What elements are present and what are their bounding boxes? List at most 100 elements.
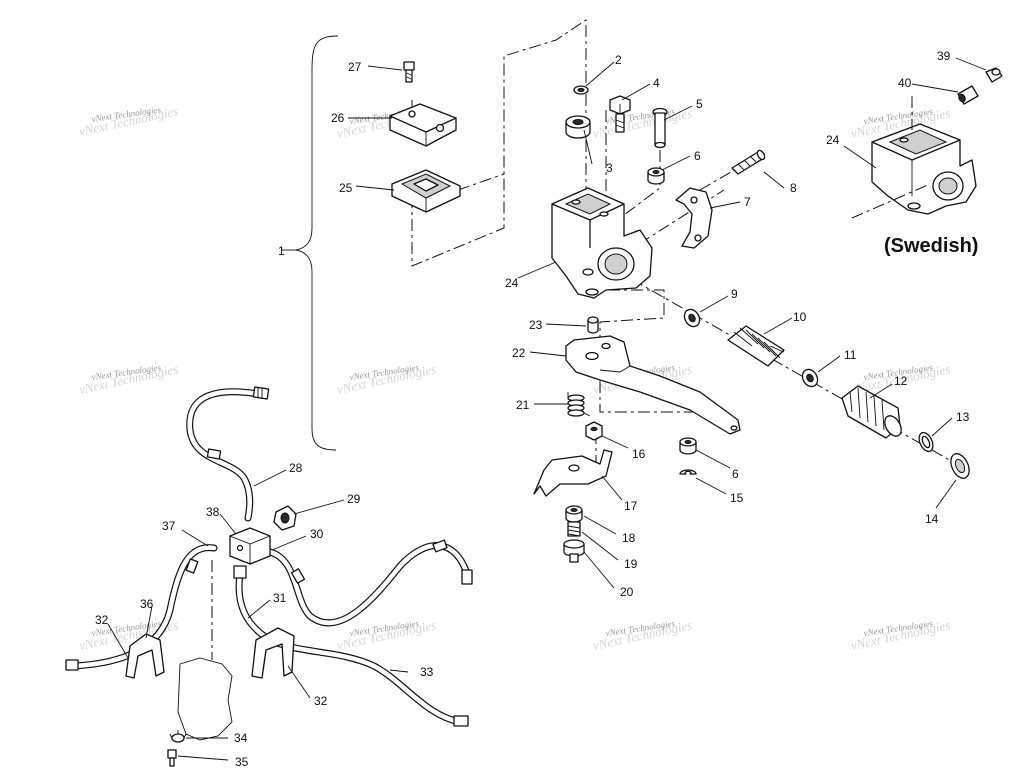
part-32-clamp <box>251 627 295 679</box>
part-25-diaphragm <box>391 169 461 213</box>
callout-37: 37 <box>162 519 176 533</box>
part-18-washer <box>565 505 583 523</box>
part-29-banjo-fitting <box>273 505 297 531</box>
callout-30: 30 <box>310 527 324 541</box>
part-36-clamp <box>125 633 165 679</box>
hose-fitting <box>252 386 270 400</box>
part-2-washer <box>573 85 589 95</box>
part-7-cover-plate <box>675 187 713 249</box>
swedish-variant: (Swedish) <box>851 67 1003 257</box>
callout-12: 12 <box>894 374 908 388</box>
part-8-adjuster-screw <box>731 149 766 175</box>
callout-4: 4 <box>653 76 660 90</box>
hose-fitting <box>461 569 473 585</box>
hose-collar <box>432 539 448 553</box>
hose-collar <box>185 558 199 574</box>
part-6-washer-lower <box>679 437 697 455</box>
callout-38: 38 <box>206 505 220 519</box>
callout-39: 39 <box>937 49 951 63</box>
alignment-line-lever <box>599 289 737 429</box>
callout-5: 5 <box>696 97 703 111</box>
part-30-hose <box>266 542 472 627</box>
callout-40: 40 <box>898 76 912 90</box>
callout-17: 17 <box>624 499 638 513</box>
callout-18: 18 <box>622 531 636 545</box>
callout-numbers: 1 2 3 4 5 6 7 8 9 10 11 12 13 14 15 6 16… <box>95 49 970 768</box>
part-6-washer-upper <box>647 167 665 185</box>
callout-28: 28 <box>289 461 303 475</box>
part-12-piston <box>841 385 902 439</box>
callout-6-lower: 6 <box>732 467 739 481</box>
part-3-seal <box>565 115 591 139</box>
callout-36: 36 <box>140 597 154 611</box>
part-5-pivot-pin <box>652 107 668 149</box>
hose-fitting <box>65 659 79 671</box>
part-11-washer <box>801 368 819 388</box>
watermarks: vNext Technologies vNext Technologies vN… <box>78 103 952 653</box>
part-22-brake-lever <box>565 335 741 435</box>
callout-22: 22 <box>512 346 526 360</box>
callout-26: 26 <box>331 111 345 125</box>
alignment-line-screw <box>699 167 739 191</box>
callout-25: 25 <box>339 181 353 195</box>
leader-lines <box>107 57 987 761</box>
part-34-washer <box>169 730 187 743</box>
callout-34: 34 <box>234 731 248 745</box>
variant-label: (Swedish) <box>884 235 978 257</box>
hose-fitting <box>233 565 247 579</box>
part-13-o-ring <box>918 431 934 453</box>
callout-14: 14 <box>925 512 939 526</box>
callout-11: 11 <box>844 348 857 362</box>
callout-16: 16 <box>632 447 646 461</box>
part-19-spring <box>567 521 581 537</box>
callout-27: 27 <box>348 60 362 74</box>
part-38-junction-block <box>229 527 271 565</box>
part-35-bolt <box>167 749 177 767</box>
callout-9: 9 <box>731 287 738 301</box>
callout-15: 15 <box>730 491 744 505</box>
callout-29: 29 <box>347 492 361 506</box>
callout-32-left: 32 <box>95 613 109 627</box>
callout-10: 10 <box>793 310 807 324</box>
callout-13: 13 <box>956 410 970 424</box>
part-9-washer <box>683 308 701 328</box>
alignment-line-reservoir <box>411 19 587 267</box>
part-17-switch-bracket <box>533 449 613 497</box>
part-21-torsion-spring <box>567 392 591 417</box>
part-4-bolt <box>609 95 631 133</box>
callout-24: 24 <box>505 276 519 290</box>
part-15-clip <box>679 469 697 475</box>
callout-35: 35 <box>235 755 249 768</box>
part-20-screw <box>563 539 585 563</box>
callout-24-swedish: 24 <box>826 133 840 147</box>
callout-32-right: 32 <box>314 694 328 708</box>
callout-3: 3 <box>606 161 613 175</box>
callout-20: 20 <box>620 585 634 599</box>
callout-6-upper: 6 <box>694 149 701 163</box>
hose-collar <box>290 568 306 584</box>
part-24-master-cylinder <box>551 187 653 299</box>
alignment-line-swedish <box>851 183 931 219</box>
callout-21: 21 <box>516 398 530 412</box>
part-23-bushing <box>587 316 599 334</box>
part-24-master-cylinder-swedish <box>871 123 977 215</box>
part-40-bleeder <box>957 85 979 105</box>
brace <box>295 35 339 451</box>
mounting-bracket <box>177 657 233 741</box>
part-27-screw <box>403 61 415 83</box>
callout-7: 7 <box>744 195 751 209</box>
callout-2: 2 <box>615 53 622 67</box>
callout-1: 1 <box>278 244 285 258</box>
alignment-line-pushrod <box>611 267 961 467</box>
hose-assembly <box>65 386 473 767</box>
callout-31: 31 <box>273 591 287 605</box>
callout-33: 33 <box>420 665 434 679</box>
hose-collar <box>206 448 222 460</box>
hose-fitting <box>453 715 469 727</box>
part-10-spring <box>727 325 785 367</box>
part-26-reservoir-cap <box>389 103 457 147</box>
alignment-line-cap <box>457 173 505 191</box>
callout-23: 23 <box>529 318 543 332</box>
part-16-nut <box>585 421 603 441</box>
